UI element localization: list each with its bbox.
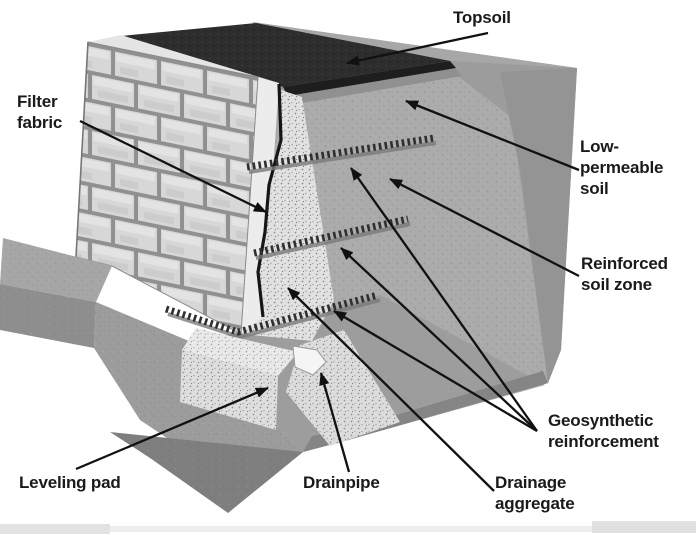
label-low-permeable-soil: Low- permeable soil — [580, 137, 664, 198]
drainpipe-shape — [292, 345, 327, 376]
block-wall — [75, 35, 279, 335]
label-reinforced-soil-zone: Reinforced soil zone — [581, 254, 668, 294]
label-leveling-pad: Leveling pad — [19, 473, 121, 492]
label-geosynthetic-reinforcement: Geosynthetic reinforcement — [548, 411, 659, 451]
arrow-geosynthetic-2 — [340, 247, 538, 432]
geogrid-layer-bottom — [164, 291, 379, 336]
filter-fabric-line — [256, 83, 283, 318]
geogrid-layer-top — [246, 134, 435, 171]
topsoil-front-edge — [283, 61, 456, 96]
arrow-filter-fabric — [79, 119, 267, 214]
bottom-edge-artifact — [0, 521, 696, 534]
label-filter-fabric: Filter fabric — [17, 92, 63, 132]
leader-arrows — [75, 31, 580, 492]
drainage-aggregate-column — [241, 90, 334, 341]
arrow-low-permeable-soil — [405, 99, 580, 172]
arrow-geosynthetic-3 — [333, 310, 538, 432]
arrow-drainage-aggregate — [287, 287, 495, 492]
wall-left-edge — [75, 41, 89, 258]
arrow-topsoil — [346, 31, 489, 66]
arrow-reinforced-soil-zone — [389, 177, 580, 278]
berm-top-surface — [252, 22, 577, 68]
arrow-drainpipe — [319, 372, 351, 473]
leveling-pad-group — [180, 328, 400, 446]
wall-block-face — [75, 41, 259, 335]
topsoil-layer — [121, 23, 456, 96]
label-topsoil: Topsoil — [453, 8, 511, 27]
arrow-geosynthetic-1 — [350, 167, 538, 432]
arrow-leveling-pad — [75, 386, 269, 471]
label-drainpipe: Drainpipe — [303, 473, 380, 492]
label-drainage-aggregate: Drainage aggregate — [495, 473, 575, 513]
